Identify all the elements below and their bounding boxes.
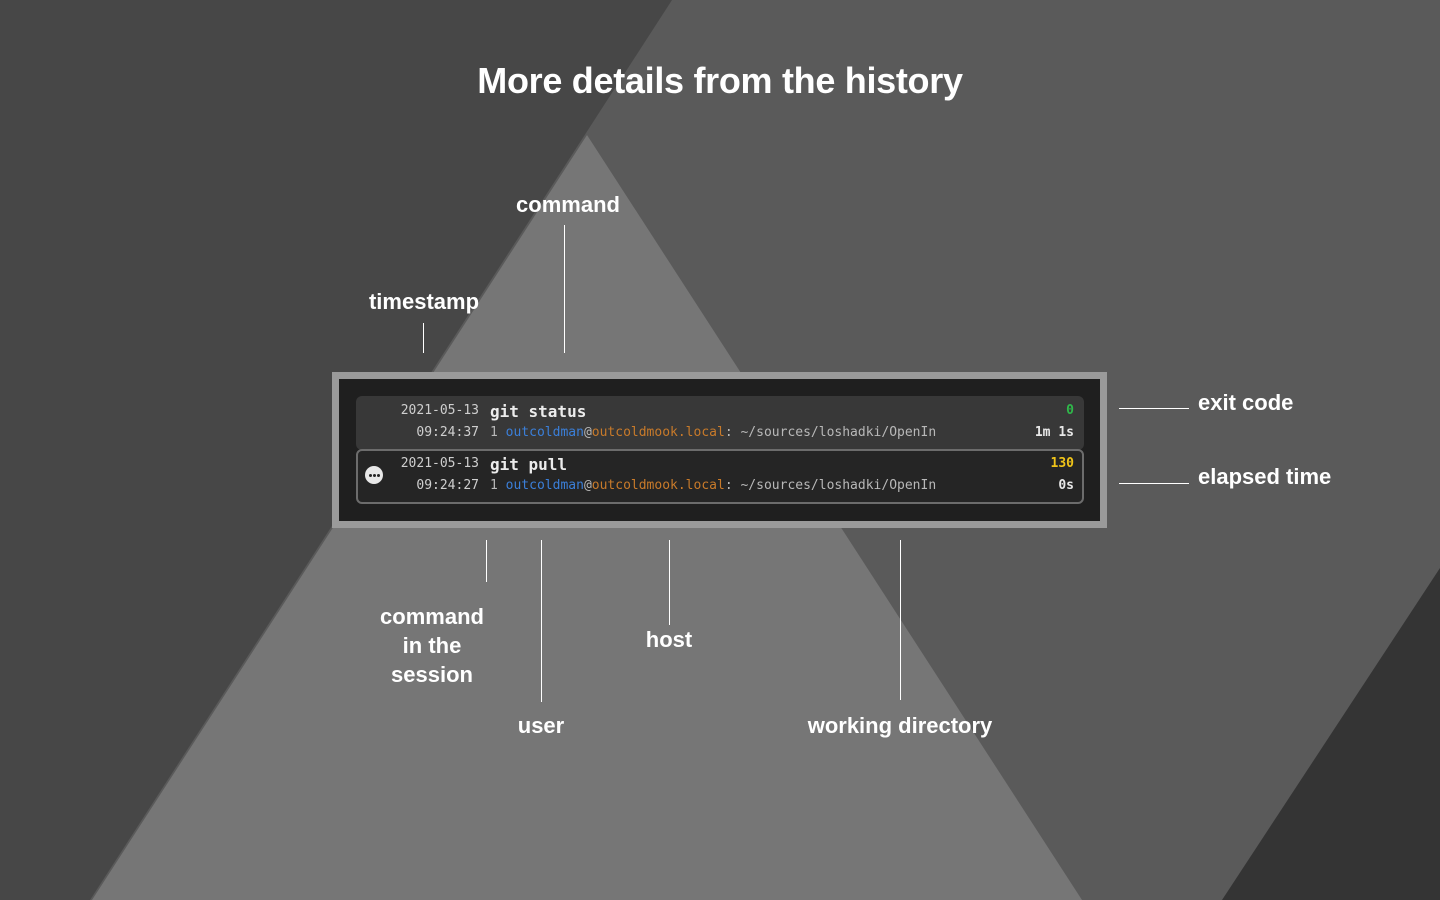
leader-command <box>564 225 565 353</box>
history-command: git pull <box>490 455 568 474</box>
history-row[interactable]: 2021-05-13 09:24:37 git status 1 outcold… <box>356 396 1084 450</box>
history-time: 09:24:37 <box>416 425 479 440</box>
more-icon[interactable] <box>365 466 383 484</box>
background-dark-corner <box>1222 568 1440 900</box>
history-user: outcoldman <box>505 425 584 440</box>
history-exit-code: 0 <box>1066 403 1074 418</box>
label-host: host <box>645 627 693 652</box>
history-sep: : <box>724 478 733 493</box>
label-command-in-session-line2: in the <box>402 633 462 658</box>
label-command-in-session-line1: command <box>380 604 484 629</box>
leader-working-directory <box>900 540 901 700</box>
leader-command-in-session <box>486 540 487 582</box>
history-exit-code: 130 <box>1050 456 1074 471</box>
history-time: 09:24:27 <box>416 478 479 493</box>
history-window: 2021-05-13 09:24:37 git status 1 outcold… <box>332 372 1107 528</box>
label-elapsed-time: elapsed time <box>1198 464 1332 489</box>
history-command: git status <box>490 402 587 421</box>
history-row-selected[interactable]: 2021-05-13 09:24:27 git pull 1 outcoldma… <box>356 449 1084 504</box>
label-command: command <box>516 192 620 217</box>
history-meta: 1 outcoldman@outcoldmook.local: ~/source… <box>490 478 936 493</box>
history-at: @ <box>583 478 592 493</box>
label-timestamp: timestamp <box>368 289 480 314</box>
history-session-index: 1 <box>490 478 498 493</box>
history-at: @ <box>583 425 592 440</box>
leader-user <box>541 540 542 702</box>
label-user: user <box>517 713 565 738</box>
history-elapsed: 0s <box>1058 478 1074 493</box>
history-directory: ~/sources/loshadki/OpenIn <box>740 478 937 493</box>
history-session-index: 1 <box>490 425 498 440</box>
leader-elapsed-time <box>1119 483 1189 484</box>
leader-host <box>669 540 670 625</box>
label-exit-code: exit code <box>1198 390 1294 415</box>
leader-exit-code <box>1119 408 1189 409</box>
label-command-in-session-line3: session <box>391 662 473 687</box>
history-elapsed: 1m 1s <box>1034 425 1074 440</box>
history-date: 2021-05-13 <box>400 403 479 418</box>
history-date: 2021-05-13 <box>400 456 479 471</box>
history-host: outcoldmook.local <box>591 478 725 493</box>
history-host: outcoldmook.local <box>591 425 725 440</box>
history-sep: : <box>724 425 733 440</box>
label-working-directory: working directory <box>807 713 993 738</box>
history-user: outcoldman <box>505 478 584 493</box>
leader-timestamp <box>423 323 424 353</box>
history-meta: 1 outcoldman@outcoldmook.local: ~/source… <box>490 425 936 440</box>
label-command-in-session: command in the session <box>362 602 502 689</box>
page-title: More details from the history <box>477 60 963 101</box>
history-directory: ~/sources/loshadki/OpenIn <box>740 425 937 440</box>
